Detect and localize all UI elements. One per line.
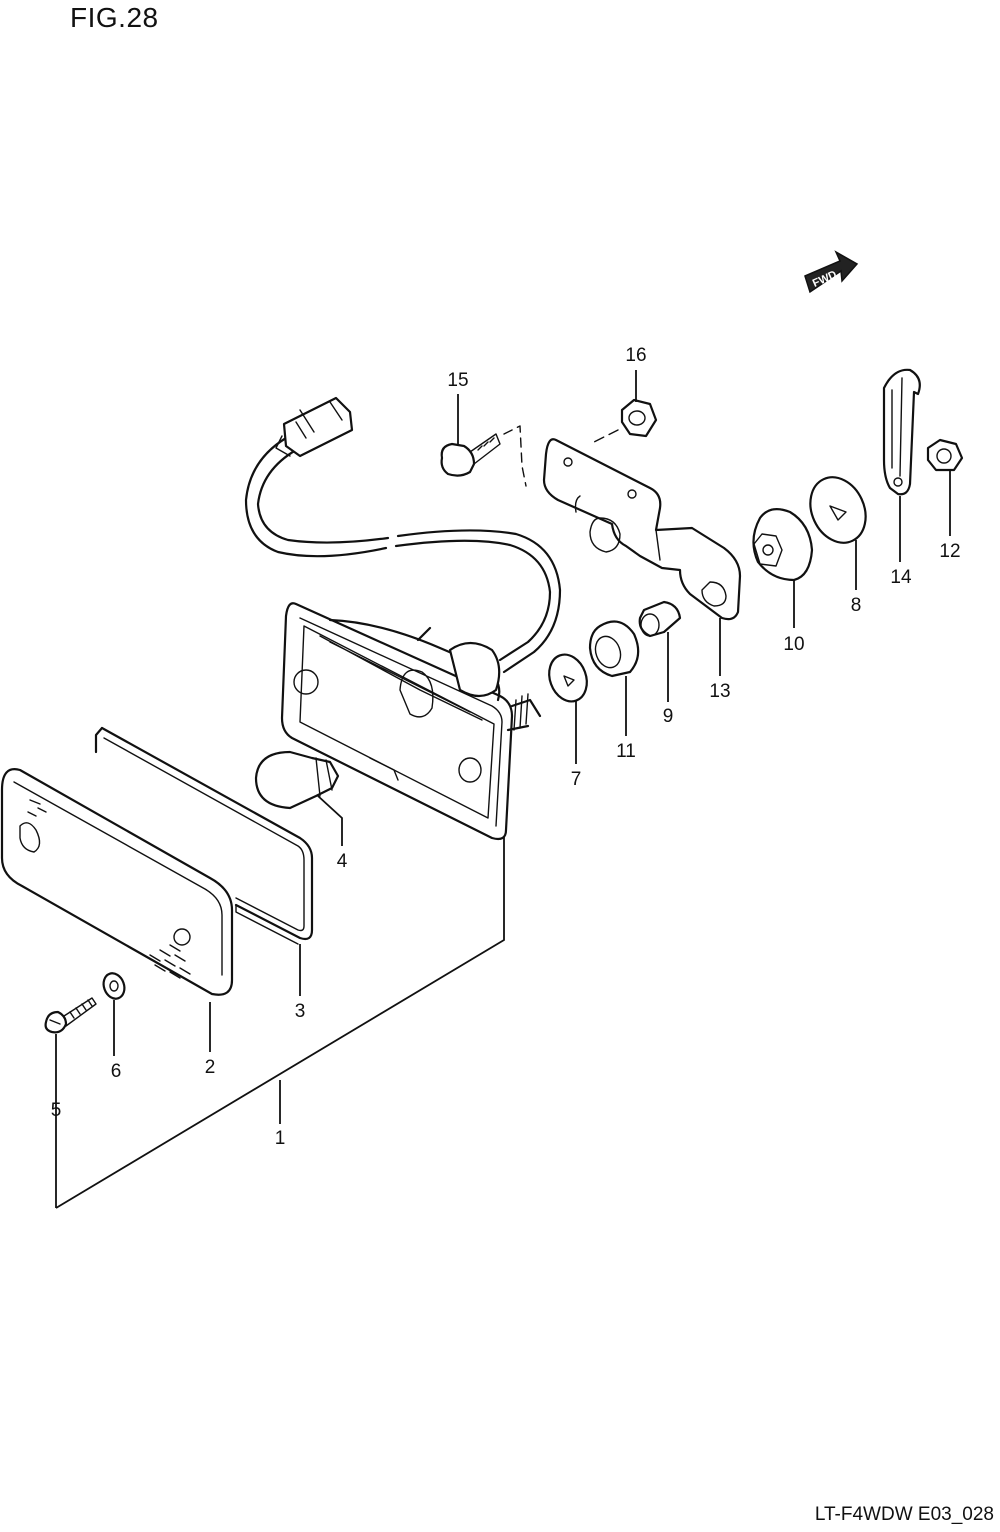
callout-6: 6 — [111, 1061, 122, 1082]
nut-part-16[interactable] — [620, 398, 658, 438]
wiring-harness — [244, 396, 562, 674]
callout-12: 12 — [939, 541, 960, 562]
callout-4: 4 — [337, 851, 348, 872]
grommet-part-10[interactable] — [752, 507, 814, 582]
stay-part-14[interactable] — [882, 368, 921, 496]
figure-code: LT-F4WDW E03_028 — [814, 1504, 994, 1525]
bulb-part-4[interactable] — [254, 750, 340, 810]
washer-part-7[interactable] — [543, 649, 593, 706]
callout-13: 13 — [709, 681, 730, 702]
cushion-part-11[interactable] — [588, 620, 640, 678]
washer-part-8[interactable] — [800, 468, 876, 552]
leader-lines — [55, 370, 951, 1209]
callout-7: 7 — [571, 769, 582, 790]
callout-3: 3 — [295, 1001, 306, 1022]
callout-10: 10 — [783, 634, 804, 655]
collar-part-9[interactable] — [638, 600, 682, 638]
callout-11: 11 — [616, 741, 636, 762]
nut-part-12[interactable] — [926, 438, 964, 472]
washer-part-6[interactable] — [100, 970, 128, 1001]
bracket-part-13[interactable] — [542, 438, 742, 621]
callout-15: 15 — [447, 370, 468, 391]
screw-part-5[interactable] — [44, 997, 97, 1034]
callout-5: 5 — [51, 1100, 62, 1121]
callout-14: 14 — [890, 567, 912, 588]
bolt-part-15[interactable] — [440, 433, 501, 477]
lens-part-2[interactable] — [0, 768, 234, 996]
lamp-housing-part-1[interactable] — [280, 602, 542, 841]
callout-1: 1 — [275, 1128, 286, 1149]
callout-labels: 1 2 3 4 5 6 7 8 9 10 11 12 13 14 15 16 — [51, 345, 961, 1149]
callout-2: 2 — [205, 1057, 216, 1078]
callout-9: 9 — [663, 706, 674, 727]
fwd-arrow-icon: FWD — [804, 250, 859, 294]
callout-8: 8 — [851, 595, 862, 616]
gasket-part-3[interactable] — [94, 726, 314, 945]
figure-title: FIG.28 — [70, 2, 159, 33]
callout-16: 16 — [625, 345, 646, 366]
